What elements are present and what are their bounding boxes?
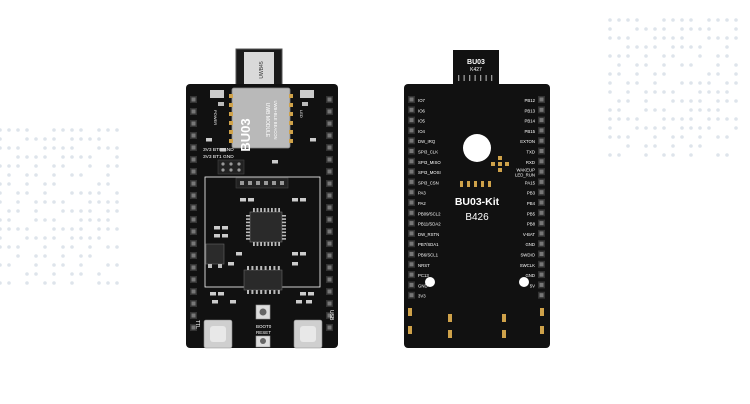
back-right-pin-label: SWDIO (520, 253, 535, 258)
back-left-pin-label: GND (418, 283, 428, 288)
back-board-pcb (404, 84, 550, 348)
boot-jumper-label-2: 3V3 BT1 GND (203, 154, 234, 160)
back-left-pin-label: 3V3 (418, 294, 426, 299)
led-label: LED (299, 110, 304, 118)
back-left-pin-label: SPI3_CLK (418, 150, 438, 155)
back-left-pin-label: SPI3_MOSI (418, 170, 441, 175)
back-left-pin-label: PA3 (418, 191, 426, 196)
boot-label: BOOT0 (256, 324, 272, 329)
mounting-hole-left (425, 277, 435, 287)
back-right-pin-label: PB3 (527, 191, 536, 196)
back-right-pin-label: V-BAT (523, 232, 535, 237)
back-left-pin-label: PA2 (418, 201, 426, 206)
back-right-pin-label: PB14 (524, 119, 535, 124)
usb-label: USB (328, 310, 334, 321)
back-right-pin-label: LED_RUN (515, 173, 535, 178)
back-module-code: K427 (470, 67, 482, 73)
back-left-pin-label: IO5 (418, 119, 426, 124)
front-left-header (190, 96, 197, 331)
back-code: B426 (465, 212, 489, 223)
module-subtitle-2: UWB+BLE BEACON (273, 101, 278, 140)
back-right-pin-label: TXD (526, 150, 535, 155)
back-left-pin-label: SPI3_CSN (418, 180, 439, 185)
bottom-gold-pads (408, 308, 544, 338)
back-left-pin-label: IO7 (418, 98, 426, 103)
back-left-pin-label: SPI3_MISO (418, 160, 441, 165)
antenna-label: UWB45 (259, 61, 265, 78)
mounting-hole-right (519, 277, 529, 287)
back-right-pin-label: PB8 (527, 222, 536, 227)
back-right-pin-label: WAKEUP (517, 168, 536, 173)
usb-uart-chip (243, 269, 283, 291)
test-pads (460, 156, 509, 187)
back-right-pin-label: RXD (526, 160, 535, 165)
front-right-header (326, 96, 333, 331)
back-left-pin-label: PB11/SDA2 (418, 222, 441, 227)
back-right-pin-label: GND (525, 242, 535, 247)
back-right-pin-label: PB5 (527, 211, 536, 216)
back-left-pin-label: DW_RSTN (418, 232, 439, 237)
back-right-pin-label: PB12 (524, 98, 535, 103)
back-left-pin-label: PB09/SCL2 (418, 211, 441, 216)
power-label: POWER (213, 110, 218, 125)
boot-jumper-label-1: 3V3 BT0 GND (203, 147, 234, 153)
back-module-label: BU03 (467, 59, 485, 66)
back-left-pin-label: DW_IRQ (418, 139, 436, 144)
back-right-pin-label: PB15 (524, 129, 535, 134)
background-dot-pattern (0, 18, 738, 285)
back-right-pin-label: PB4 (527, 201, 536, 206)
reset-label: RESET (256, 330, 271, 335)
back-left-pin-label: NRST (418, 263, 430, 268)
back-right-pin-label: PA15 (525, 180, 536, 185)
back-right-pin-label: 5V (530, 283, 535, 288)
back-left-pin-label: PB7/SDA1 (418, 242, 439, 247)
back-right-pin-label: PB13 (524, 108, 535, 113)
back-left-header (408, 96, 415, 299)
mounting-hole-large (463, 134, 491, 162)
uwb-module (231, 87, 291, 149)
voltage-regulator (205, 243, 225, 265)
back-left-pin-label: PC13 (418, 273, 429, 278)
back-left-pin-label: IO6 (418, 108, 426, 113)
mcu-chip (249, 211, 283, 243)
back-right-pin-label: EXTON (520, 139, 535, 144)
back-left-pin-label: IO4 (418, 129, 426, 134)
back-title: BU03-Kit (455, 196, 500, 208)
module-label: BU03 (238, 118, 253, 151)
module-subtitle-1: UWB MODULE (264, 103, 270, 138)
ttl-label: TTL (194, 320, 200, 329)
back-right-header (538, 96, 545, 299)
back-left-pin-label: PB6/SCL1 (418, 253, 439, 258)
front-board: UWB45 POWER LED BU03 UWB MODULE UWB+BLE … (186, 48, 338, 349)
back-right-pin-label: SWCLK (520, 263, 535, 268)
back-right-pin-label: GND (525, 273, 535, 278)
